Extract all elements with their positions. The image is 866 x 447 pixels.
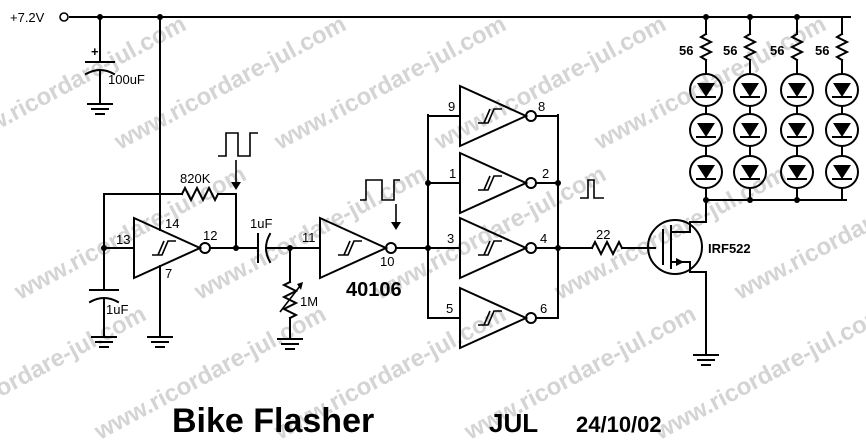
led-column: 56 bbox=[770, 16, 814, 201]
svg-text:+: + bbox=[91, 44, 99, 59]
led-array: 56 56 56 56 bbox=[679, 16, 859, 203]
led-column: 56 bbox=[815, 16, 859, 201]
led-resistor-value: 56 bbox=[815, 43, 829, 58]
led bbox=[825, 113, 859, 157]
pin-buf-d-out: 6 bbox=[540, 301, 547, 316]
led bbox=[780, 155, 814, 189]
gate-resistor-value: 22 bbox=[596, 227, 610, 242]
square-wave-osc bbox=[218, 132, 258, 190]
led-resistor-value: 56 bbox=[679, 43, 693, 58]
pin-inv2-in: 11 bbox=[302, 230, 316, 245]
led-column: 56 bbox=[723, 16, 767, 201]
supply-rail: +7.2V bbox=[10, 10, 851, 25]
potentiometer: 1M bbox=[277, 247, 318, 350]
schematic-date: 24/10/02 bbox=[576, 412, 662, 437]
chip-label: 40106 bbox=[346, 279, 402, 301]
coupling-capacitor-value: 1uF bbox=[250, 216, 272, 231]
pin-buf-c-in: 3 bbox=[447, 231, 454, 246]
led bbox=[689, 155, 723, 189]
pin-buf-b-out: 2 bbox=[542, 166, 549, 181]
pin-osc-in: 13 bbox=[116, 232, 130, 247]
supply-capacitor-value: 100uF bbox=[108, 72, 145, 87]
feedback-resistor-value: 820K bbox=[180, 171, 211, 186]
coupling-capacitor: 1uF bbox=[250, 216, 321, 264]
pin-buf-a-out: 8 bbox=[538, 99, 545, 114]
pin-buf-a-in: 9 bbox=[448, 99, 455, 114]
pin-buf-b-in: 1 bbox=[449, 166, 456, 181]
pin-buf-c-out: 4 bbox=[540, 231, 547, 246]
author-mark: JUL bbox=[489, 408, 538, 438]
pin-osc-gnd: 7 bbox=[165, 266, 172, 281]
pin-osc-out: 12 bbox=[203, 228, 217, 243]
led-column: 56 bbox=[679, 16, 723, 201]
potentiometer-value: 1M bbox=[300, 294, 318, 309]
square-wave-inv2 bbox=[360, 179, 401, 230]
timing-capacitor: 1uF bbox=[88, 289, 128, 348]
pin-inv2-out: 10 bbox=[380, 254, 394, 269]
inverter-stage-2: 11 10 40106 bbox=[302, 216, 429, 301]
led bbox=[825, 73, 859, 115]
pin-buf-d-in: 5 bbox=[446, 301, 453, 316]
led-resistor-value: 56 bbox=[770, 43, 784, 58]
buffer-bank: 9 8 1 2 3 4 5 6 bbox=[425, 84, 561, 350]
supply-capacitor: + 100uF bbox=[84, 16, 145, 115]
led bbox=[733, 113, 767, 157]
led bbox=[689, 73, 723, 115]
oscillator-inverter: 14 7 13 12 bbox=[101, 16, 259, 348]
mosfet-label: IRF522 bbox=[708, 241, 751, 256]
led bbox=[825, 155, 859, 189]
feedback-resistor: 820K bbox=[103, 171, 237, 291]
schematic-title: Bike Flasher bbox=[172, 402, 374, 440]
supply-label: +7.2V bbox=[10, 10, 45, 25]
pin-osc-vdd: 14 bbox=[165, 216, 179, 231]
led bbox=[780, 113, 814, 157]
led bbox=[780, 73, 814, 115]
mosfet: IRF522 bbox=[647, 199, 751, 366]
led-resistor-value: 56 bbox=[723, 43, 737, 58]
timing-capacitor-value: 1uF bbox=[106, 302, 128, 317]
pulse-output bbox=[580, 179, 604, 199]
led bbox=[733, 73, 767, 115]
gate-resistor: 22 bbox=[557, 227, 656, 257]
led bbox=[689, 113, 723, 157]
